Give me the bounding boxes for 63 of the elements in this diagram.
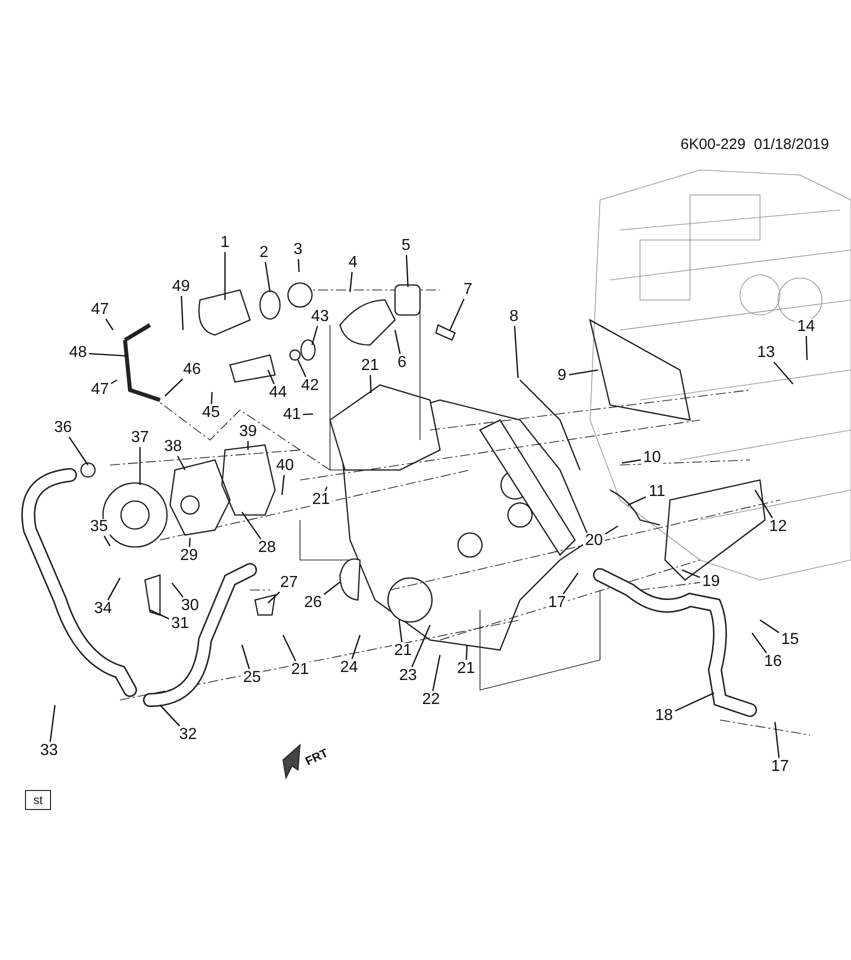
leader-line bbox=[311, 326, 318, 346]
leader-line bbox=[760, 619, 780, 634]
leader-line bbox=[298, 258, 300, 272]
drawing-number: 6K00-229 01/18/2019 bbox=[680, 136, 829, 153]
leader-line bbox=[160, 704, 180, 726]
leader-line bbox=[104, 536, 111, 546]
leader-line bbox=[177, 456, 186, 470]
leader-line bbox=[224, 252, 226, 300]
leader-line bbox=[297, 360, 306, 378]
leader-line bbox=[514, 326, 519, 378]
leader-line bbox=[264, 262, 271, 292]
leader-line bbox=[88, 353, 128, 357]
leader-line bbox=[774, 722, 780, 758]
leader-line bbox=[171, 582, 184, 598]
leader-line bbox=[432, 654, 441, 692]
callout-number: 35 bbox=[88, 519, 110, 535]
leader-line bbox=[241, 512, 262, 540]
callout-number: 20 bbox=[583, 533, 605, 549]
leader-line bbox=[188, 538, 191, 548]
leader-line bbox=[210, 392, 213, 404]
leader-line bbox=[107, 578, 121, 600]
leader-line bbox=[406, 254, 409, 288]
leader-line bbox=[324, 581, 340, 595]
leader-line bbox=[568, 369, 598, 376]
leader-line bbox=[449, 298, 465, 330]
symbol-tag: st bbox=[25, 790, 51, 810]
leader-line bbox=[466, 644, 468, 660]
leader-line bbox=[68, 436, 89, 466]
leader-line bbox=[622, 459, 642, 464]
leader-line bbox=[370, 374, 372, 394]
leader-line bbox=[754, 490, 773, 518]
leader-line bbox=[241, 644, 250, 670]
front-direction-label: FRT bbox=[303, 746, 330, 768]
callout-number: 43 bbox=[309, 309, 331, 325]
leader-line bbox=[105, 318, 114, 330]
leader-line bbox=[411, 624, 431, 668]
leader-line bbox=[562, 572, 579, 594]
leader-line bbox=[349, 272, 353, 292]
leader-line bbox=[150, 609, 170, 620]
leader-line bbox=[180, 296, 184, 330]
leader-line bbox=[806, 336, 808, 360]
leader-line bbox=[50, 704, 56, 742]
leader-line bbox=[394, 330, 401, 354]
leader-line bbox=[324, 486, 328, 492]
leader-line bbox=[682, 569, 700, 578]
leader-line bbox=[751, 632, 768, 654]
callout-number: 10 bbox=[641, 450, 663, 466]
leader-line bbox=[351, 634, 361, 660]
callout-number: 17 bbox=[546, 595, 568, 611]
leader-line bbox=[139, 447, 141, 485]
leader-line bbox=[268, 592, 280, 604]
leader-line bbox=[110, 379, 118, 384]
leader-line bbox=[604, 525, 618, 535]
leader-line bbox=[628, 496, 646, 506]
leader-line bbox=[267, 370, 275, 384]
leader-line bbox=[773, 362, 794, 384]
leader-line bbox=[282, 634, 296, 662]
leader-line bbox=[281, 474, 285, 496]
callout-number: 21 bbox=[310, 492, 332, 508]
leader-line bbox=[398, 620, 402, 642]
leader-line bbox=[302, 413, 314, 416]
leader-line bbox=[674, 692, 714, 712]
leader-line bbox=[164, 378, 184, 396]
